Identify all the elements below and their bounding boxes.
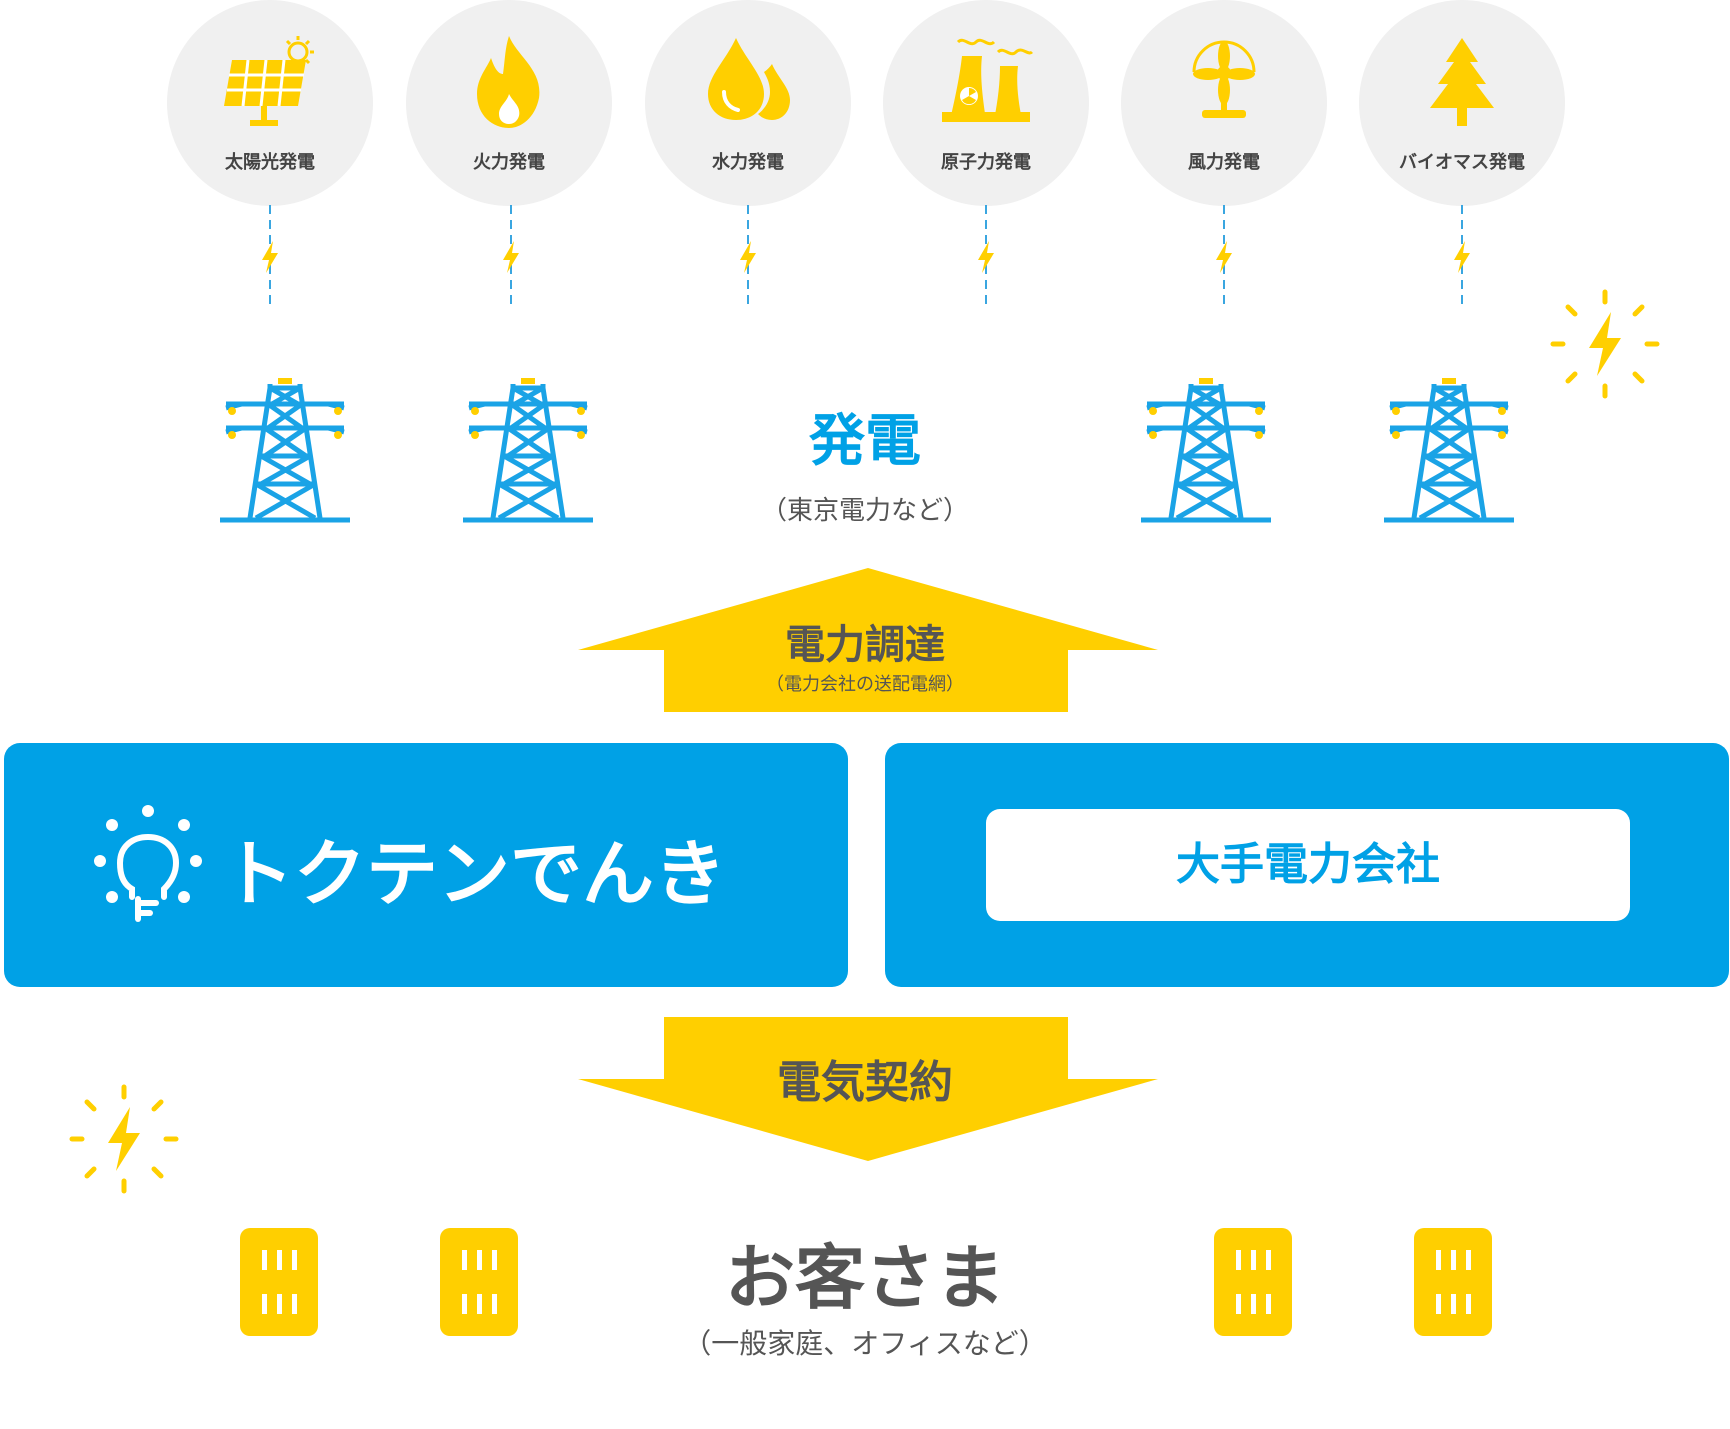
lightning-icon <box>1454 241 1470 273</box>
pylon-icon <box>1384 378 1514 524</box>
connector-lines <box>262 205 1470 310</box>
major-company-box: 大手電力会社 <box>986 809 1630 921</box>
source-label: 原子力発電 <box>941 152 1031 173</box>
lightning-icons <box>262 241 1470 273</box>
outlet-icon <box>1214 1228 1292 1336</box>
source-wind: 風力発電 <box>1121 0 1327 206</box>
generation-title: 発電 <box>809 409 921 474</box>
tokuten-panel: トクテンでんき <box>4 743 848 987</box>
lightning-icon <box>262 241 278 273</box>
outlet-icon <box>1414 1228 1492 1336</box>
source-label: 水力発電 <box>712 152 784 173</box>
procurement-subtitle: （電力会社の送配電網） <box>766 674 964 695</box>
pylon-icon <box>220 378 350 524</box>
source-label: 太陽光発電 <box>225 152 315 173</box>
pylon-icon <box>463 378 593 524</box>
nuclear-plant-icon <box>936 34 1036 128</box>
customers-title: お客さま <box>725 1237 1005 1319</box>
sparkle-lightning-icon <box>1550 289 1660 399</box>
lightbulb-icon <box>94 805 202 922</box>
tokuten-name: トクテンでんき <box>222 832 727 916</box>
procurement-title: 電力調達 <box>785 622 945 668</box>
flame-icon <box>469 34 549 134</box>
outlet-icon <box>440 1228 518 1336</box>
contract-title: 電気契約 <box>777 1057 953 1108</box>
contract-down-arrow <box>578 1017 1158 1161</box>
lightning-icon <box>1216 241 1232 273</box>
generation-subtitle: （東京電力など） <box>760 496 969 526</box>
source-solar: 太陽光発電 <box>167 0 373 206</box>
major-panel: 大手電力会社 <box>885 743 1729 987</box>
wind-turbine-icon <box>1184 34 1264 128</box>
source-hydro: 水力発電 <box>645 0 851 206</box>
major-company-label: 大手電力会社 <box>1176 839 1440 890</box>
lightning-icon <box>978 241 994 273</box>
lightning-icon <box>503 241 519 273</box>
source-biomass: バイオマス発電 <box>1359 0 1565 206</box>
water-drop-icon <box>700 34 796 128</box>
source-label: 火力発電 <box>473 152 545 173</box>
tree-icon <box>1426 34 1498 134</box>
source-label: 風力発電 <box>1188 152 1260 173</box>
lightning-icon <box>740 241 756 273</box>
procurement-up-arrow <box>578 568 1158 712</box>
solar-panel-icon <box>218 34 322 134</box>
sparkle-lightning-icon <box>69 1084 179 1194</box>
pylon-icon <box>1141 378 1271 524</box>
outlet-icon <box>240 1228 318 1336</box>
source-label: バイオマス発電 <box>1399 152 1525 173</box>
source-thermal: 火力発電 <box>406 0 612 206</box>
source-nuclear: 原子力発電 <box>883 0 1089 206</box>
customers-subtitle: （一般家庭、オフィスなど） <box>683 1327 1047 1360</box>
